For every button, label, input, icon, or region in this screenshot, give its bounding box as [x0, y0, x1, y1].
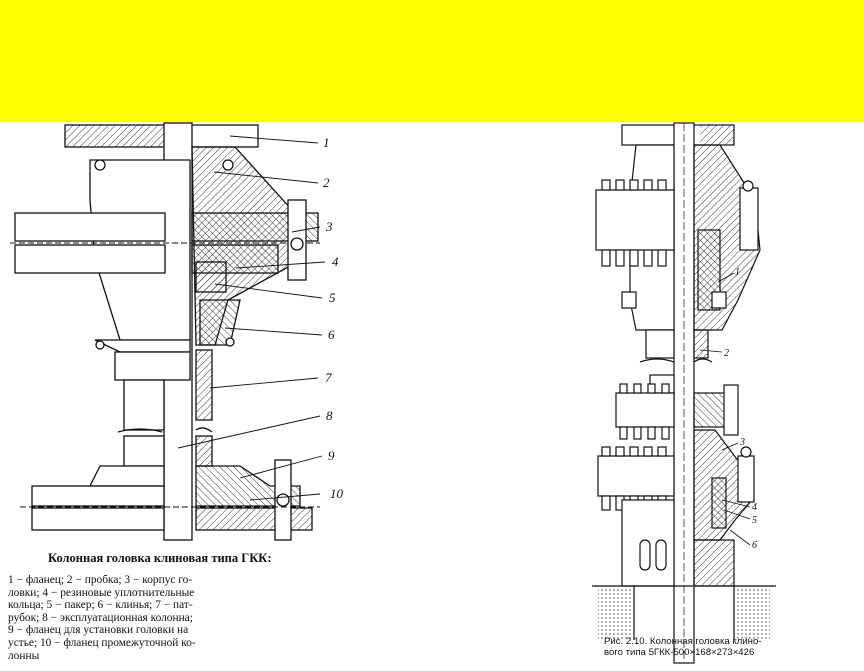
left-figure-legend: 1 − фланец; 2 − пробка; 3 − корпус го- л… [8, 574, 306, 662]
left-leader-lines [177, 135, 326, 501]
left-figure-title: Колонная головка клиновая типа ГКК: [48, 551, 272, 565]
legend-line: 9 − фланец для установки головки на [8, 624, 189, 637]
legend-line: рубок; 8 − эксплуатационная колонна; [8, 611, 193, 624]
legend-line: ловки; 4 − резиновые уплотнительные [8, 586, 195, 599]
legend-line: устье; 10 − фланец промежуточной ко- [8, 636, 196, 649]
caption-line: вого типа 5ГКК-500×168×273×426 [604, 646, 755, 658]
left-column-head-drawing [10, 122, 320, 541]
right-leader-lines [699, 272, 751, 546]
right-assembly-drawing [592, 122, 776, 664]
legend-line: кольца; 5 − пакер; 6 − клинья; 7 − пат- [8, 599, 193, 612]
caption-line: Рис. 2.10. Колонная головка клино- [604, 636, 762, 647]
right-figure-caption: Рис. 2.10. Колонная головка клино- вого … [604, 636, 804, 658]
legend-line: 1 − фланец; 2 − пробка; 3 − корпус го- [8, 574, 193, 586]
yellow-banner [0, 0, 864, 122]
legend-line: лонны [8, 649, 40, 662]
